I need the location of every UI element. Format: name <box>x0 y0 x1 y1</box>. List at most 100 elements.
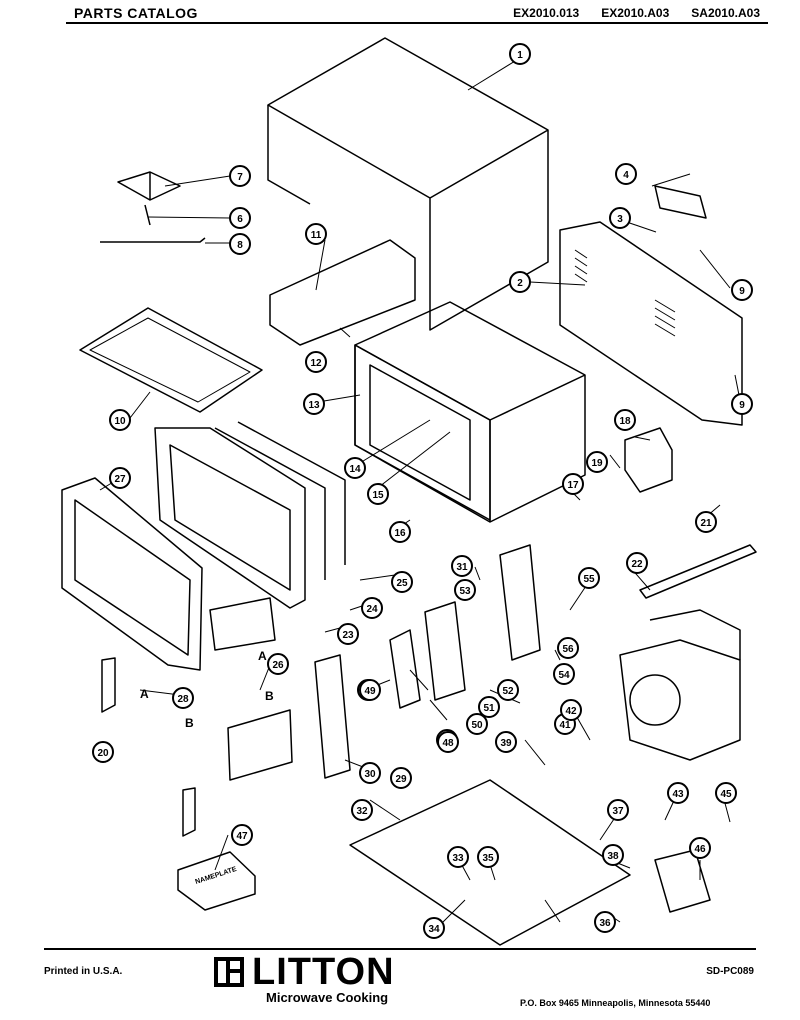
callout-number: 27 <box>114 474 126 485</box>
callout-24: 24 <box>361 597 383 619</box>
wave-guide <box>269 239 416 346</box>
page-header: PARTS CATALOG EX2010.013 EX2010.A03 SA20… <box>0 0 800 26</box>
callout-circle <box>359 762 381 784</box>
transformer <box>654 849 711 913</box>
callout-number: 34 <box>428 924 440 935</box>
callout-number: 35 <box>482 853 494 864</box>
callout-circle <box>509 43 531 65</box>
callout-circle <box>466 713 488 735</box>
callout-circle <box>437 731 459 753</box>
callout-9: 9 <box>731 279 753 301</box>
callout-19: 19 <box>586 451 608 473</box>
callout-circle <box>557 637 579 659</box>
callout-circle <box>305 223 327 245</box>
callout-circle <box>594 911 616 933</box>
callout-3: 3 <box>609 207 631 229</box>
company-address: P.O. Box 9465 Minneapolis, Minnesota 554… <box>520 998 711 1008</box>
nameplate-text: NAMEPLATE <box>194 866 237 886</box>
callout-29: 29 <box>390 767 412 789</box>
callout-number: 49 <box>364 686 376 697</box>
callout-8: 8 <box>229 233 251 255</box>
callout-circle <box>391 571 413 593</box>
catalog-title: PARTS CATALOG <box>74 5 198 21</box>
callout-circle <box>689 837 711 859</box>
callout-circle <box>172 687 194 709</box>
callout-49: 49 <box>359 679 381 701</box>
letter-b: B <box>185 716 194 730</box>
callout-number: 23 <box>342 630 354 641</box>
magnetron <box>624 427 673 493</box>
model-number-2: EX2010.A03 <box>601 6 670 20</box>
callout-circle <box>109 409 131 431</box>
callout-circle <box>553 663 575 685</box>
callout-25: 25 <box>391 571 413 593</box>
callout-number: 30 <box>364 769 376 780</box>
callout-number: 51 <box>483 703 495 714</box>
callout-circle <box>615 163 637 185</box>
model-number-3: SA2010.A03 <box>691 6 760 20</box>
callout-number: 21 <box>700 518 712 529</box>
callout-50: 50 <box>466 713 488 735</box>
stirrer-fan <box>117 171 181 201</box>
callout-number: 28 <box>177 694 189 705</box>
nameplate <box>177 851 256 911</box>
callout-number: 22 <box>631 559 643 570</box>
callout-number: 55 <box>583 574 595 585</box>
callout-circle <box>495 731 517 753</box>
callout-circle <box>359 679 381 701</box>
callout-circle <box>92 741 114 763</box>
brand-tagline: Microwave Cooking <box>266 990 389 1005</box>
callout-15: 15 <box>367 483 389 505</box>
callout-circle <box>667 782 689 804</box>
callout-7: 7 <box>229 165 251 187</box>
callout-38: 38 <box>602 844 624 866</box>
callout-circle <box>361 597 383 619</box>
callout-number: 9 <box>739 400 745 411</box>
callout-10: 10 <box>109 409 131 431</box>
document-code: SD-PC089 <box>706 966 754 977</box>
callout-circle <box>451 555 473 577</box>
callout-number: 53 <box>459 586 471 597</box>
callout-43: 43 <box>667 782 689 804</box>
model-numbers: EX2010.013 EX2010.A03 SA2010.A03 <box>513 6 760 20</box>
callout-circle <box>389 521 411 543</box>
callout-13: 13 <box>303 393 325 415</box>
callout-4: 4 <box>615 163 637 185</box>
callout-circle <box>695 511 717 533</box>
callout-number: 33 <box>452 853 464 864</box>
callout-1: 1 <box>509 43 531 65</box>
callout-circle <box>231 824 253 846</box>
outer-cabinet <box>267 37 549 331</box>
callout-number: 42 <box>565 706 577 717</box>
letter-b-2: B <box>265 689 274 703</box>
callout-circle <box>562 473 584 495</box>
callout-circle <box>602 844 624 866</box>
callout-number: 15 <box>372 490 384 501</box>
base-plate <box>349 779 631 946</box>
door-panel <box>61 477 203 671</box>
litton-logo-icon <box>214 957 244 987</box>
callout-number: 3 <box>617 214 623 225</box>
callout-circle <box>509 271 531 293</box>
callout-number: 39 <box>500 738 512 749</box>
callout-number: 2 <box>517 278 523 289</box>
callout-number: 41 <box>559 720 571 731</box>
callout-circle <box>731 393 753 415</box>
exploded-parts-diagram: 1234678991011121314151617181920212223242… <box>61 37 757 946</box>
callout-32: 32 <box>351 799 373 821</box>
callout-number: 1 <box>517 50 523 61</box>
callout-2: 2 <box>509 271 531 293</box>
callout-33: 33 <box>447 846 469 868</box>
callout-circle <box>344 457 366 479</box>
tray <box>79 307 263 413</box>
callout-37: 37 <box>607 799 629 821</box>
callout-number: 6 <box>237 214 243 225</box>
callout-number: 31 <box>456 562 468 573</box>
callout-17: 17 <box>562 473 584 495</box>
callout-circle <box>367 483 389 505</box>
callout-circle <box>497 679 519 701</box>
callout-number: 8 <box>237 240 243 251</box>
callout-26: 26 <box>267 653 289 675</box>
callout-22: 22 <box>626 552 648 574</box>
callout-circle <box>337 623 359 645</box>
